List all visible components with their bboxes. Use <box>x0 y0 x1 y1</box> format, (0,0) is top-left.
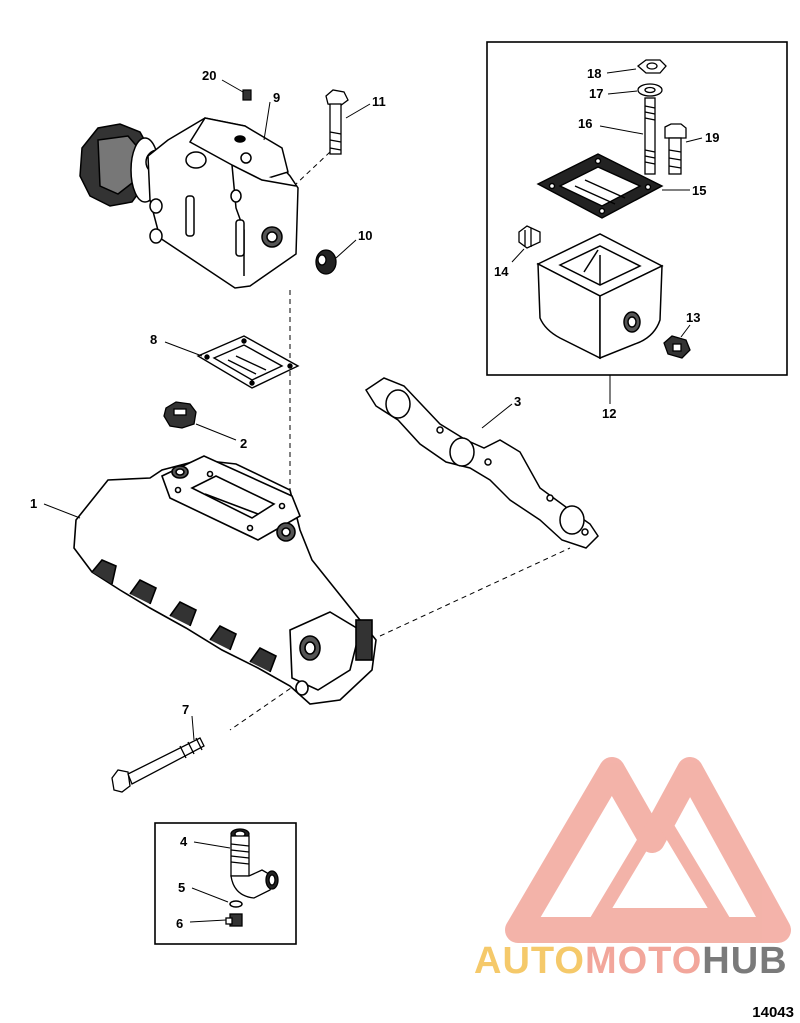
part-10-nut <box>315 249 337 275</box>
part-4-elbow-fitting <box>230 828 279 899</box>
callout-18: 18 <box>587 66 601 81</box>
part-20-set-screw <box>242 89 252 101</box>
callout-16: 16 <box>578 116 592 131</box>
callout-17: 17 <box>589 86 603 101</box>
part-11-bolt <box>325 89 349 155</box>
callout-9: 9 <box>273 90 280 105</box>
part-16-stud <box>644 97 656 175</box>
part-14-fitting <box>518 225 541 249</box>
watermark-moto: MOTO <box>584 940 703 982</box>
callout-11: 11 <box>372 94 386 109</box>
callout-2: 2 <box>240 436 247 451</box>
watermark-auto: AUTO <box>474 940 585 982</box>
callout-5: 5 <box>178 880 185 895</box>
callout-3: 3 <box>514 394 521 409</box>
callout-4: 4 <box>180 834 188 849</box>
watermark-brand-text: AUTOMOTOHUB <box>474 940 788 983</box>
part-1-exhaust-manifold <box>73 455 377 705</box>
fittings-inset-box <box>154 822 297 945</box>
part-17-washer <box>637 83 663 97</box>
watermark-hub: HUB <box>702 940 788 982</box>
riser-block <box>536 233 664 360</box>
part-15-gasket <box>536 153 664 219</box>
watermark-logo <box>505 757 791 943</box>
part-13-plug <box>663 335 691 359</box>
part-3-manifold-gasket <box>364 377 599 549</box>
riser-kit-inset-box <box>486 41 788 376</box>
callout-14: 14 <box>494 264 509 279</box>
part-5-o-ring <box>229 900 243 908</box>
callout-10: 10 <box>358 228 372 243</box>
callout-13: 13 <box>686 310 700 325</box>
callout-20: 20 <box>202 68 216 83</box>
part-6-fitting <box>225 913 243 927</box>
part-19-bolt <box>664 123 687 175</box>
figure-number: 14043 <box>752 1004 794 1021</box>
callout-7: 7 <box>182 702 189 717</box>
callout-1: 1 <box>30 496 37 511</box>
callout-19: 19 <box>705 130 719 145</box>
part-7-bolt <box>111 737 205 793</box>
part-9-exhaust-elbow <box>79 117 299 289</box>
part-8-gasket <box>196 335 300 389</box>
callout-8: 8 <box>150 332 157 347</box>
part-18-nut <box>636 59 667 74</box>
callout-12: 12 <box>602 406 616 421</box>
part-2-plug <box>163 401 197 429</box>
callout-15: 15 <box>692 183 706 198</box>
callout-6: 6 <box>176 916 183 931</box>
